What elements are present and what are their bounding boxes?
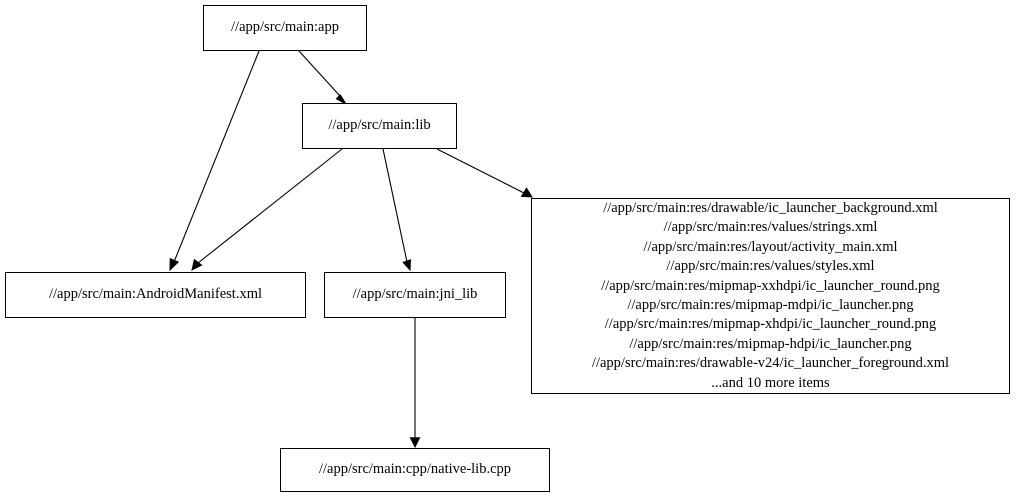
node-jni-lib[interactable]: //app/src/main:jni_lib [324,272,506,318]
node-android-manifest[interactable]: //app/src/main:AndroidManifest.xml [5,272,306,318]
edge-jnilib-to-nativelib [409,318,421,449]
node-android-manifest-label: //app/src/main:AndroidManifest.xml [48,286,263,303]
node-app-label: //app/src/main:app [231,19,339,36]
edge-lib-to-resources [436,148,533,198]
node-lib-label: //app/src/main:lib [328,117,431,134]
node-resources-group-label: //app/src/main:res/drawable/ic_launcher_… [591,199,950,391]
node-native-lib-cpp[interactable]: //app/src/main:cpp/native-lib.cpp [280,448,550,492]
node-native-lib-cpp-label: //app/src/main:cpp/native-lib.cpp [318,461,512,478]
node-lib[interactable]: //app/src/main:lib [302,103,457,149]
node-jni-lib-label: //app/src/main:jni_lib [352,286,478,303]
edge-lib-to-jnilib [382,148,412,272]
node-app[interactable]: //app/src/main:app [203,5,367,51]
node-resources-group[interactable]: //app/src/main:res/drawable/ic_launcher_… [531,198,1010,394]
edge-app-to-manifest [169,50,260,272]
edge-lib-to-manifest [191,148,343,271]
edge-app-to-lib [298,50,348,106]
